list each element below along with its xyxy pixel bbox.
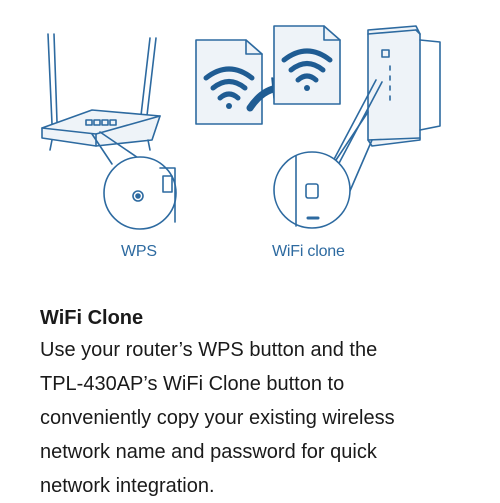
router-icon [41,33,161,167]
feature-title: WiFi Clone [40,307,144,329]
feature-description-line: TPL-430AP’s WiFi Clone button to [40,373,345,395]
feature-section: WiFi Clone Use your router’s WPS button … [40,303,480,503]
router-wifi-document-icon [195,39,263,125]
wifi-clone-illustration [41,25,441,230]
feature-description-line: conveniently copy your existing wireless [40,407,395,429]
wps-button-zoom-icon [103,156,177,230]
feature-description-line: network integration. [40,475,215,497]
cloned-wifi-document-icon [273,25,341,105]
feature-description-line: Use your router’s WPS button and the [40,339,378,361]
wifi-clone-caption: WiFi clone [272,243,345,260]
wifi-clone-button-zoom-icon [273,151,351,229]
feature-description-line: network name and password for quick [40,441,377,463]
wps-caption: WPS [121,243,157,260]
